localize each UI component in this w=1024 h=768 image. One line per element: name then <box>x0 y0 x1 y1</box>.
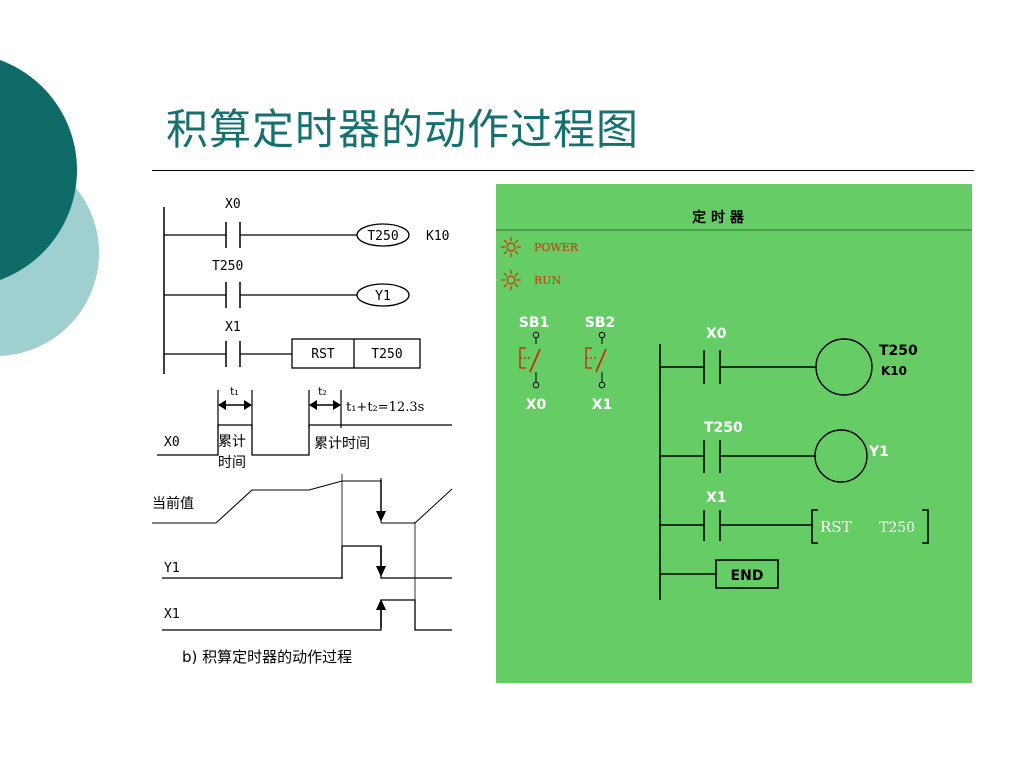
rung-1: X0 T250 K10 <box>164 197 449 248</box>
coil-k-value: K10 <box>426 229 449 244</box>
run-label: RUN <box>534 274 562 287</box>
panel-coil-t250-label: T250 <box>879 343 918 359</box>
title-underline <box>152 170 974 171</box>
rst-box-instruction: RST <box>311 347 335 362</box>
accum-time-1-line2: 时间 <box>218 455 246 471</box>
arrow-y1-down <box>376 546 386 577</box>
rst-box-target: T250 <box>371 347 402 362</box>
switch-sb1-label: SB1 <box>519 315 550 331</box>
end-box <box>715 559 779 589</box>
switch-sb2-label: SB2 <box>585 315 616 331</box>
panel-rung-3: X1 RST T250 <box>660 490 929 544</box>
switch-sb1[interactable]: SB1 X0 <box>519 315 550 413</box>
coil-t250 <box>356 223 410 247</box>
switch-sb2[interactable]: SB2 X1 <box>585 315 616 413</box>
decorative-circles <box>0 60 99 356</box>
panel-end-label: END <box>731 568 764 584</box>
rung-2: T250 Y1 <box>164 259 410 308</box>
power-lamp-icon <box>501 237 521 257</box>
accum-time-2: 累计时间 <box>314 436 370 452</box>
plc-simulator-panel: 定 时 器 POWER RUN SB1 X0 SB2 <box>496 184 972 683</box>
rst-right-bracket <box>922 509 929 544</box>
t1-marker: t₁ <box>217 385 253 428</box>
panel-background <box>496 184 972 683</box>
panel-coil-k-value: K10 <box>881 364 907 378</box>
panel-rung-end: END <box>660 559 779 589</box>
waveform-x0 <box>157 424 452 456</box>
t1-t2-formula: t₁+t₂=12.3s <box>346 400 424 415</box>
slide-title: 积算定时器的动作过程图 <box>166 105 640 154</box>
power-label: POWER <box>534 241 579 254</box>
waveform-y1 <box>162 545 452 579</box>
figure-caption: b) 积算定时器的动作过程 <box>182 648 352 666</box>
arrow-t-down-1 <box>376 480 386 522</box>
panel-coil-y1-label: Y1 <box>868 444 889 460</box>
ladder-and-timing-figure: X0 T250 K10 T250 Y1 X1 RST T250 t₁ <box>152 197 453 666</box>
panel-coil-t250 <box>815 338 873 396</box>
t2-marker: t₂ t₁+t₂=12.3s <box>308 385 424 428</box>
switch-sb1-input: X0 <box>526 397 547 413</box>
t2-label: t₂ <box>318 385 327 398</box>
coil-y1 <box>356 283 410 307</box>
panel-contact-x1-label: X1 <box>706 490 727 506</box>
contact-t250-label: T250 <box>212 259 243 274</box>
signal-label-x0: X0 <box>164 435 180 450</box>
panel-contact-x0-label: X0 <box>706 326 727 342</box>
coil-t250-label: T250 <box>367 229 398 244</box>
contact-x0-label: X0 <box>225 197 241 212</box>
dark-teal-circle <box>0 60 77 280</box>
switch-sb2-input: X1 <box>592 397 613 413</box>
rst-left-bracket <box>811 509 818 544</box>
signal-label-current-value: 当前值 <box>152 495 194 512</box>
panel-rst-target: T250 <box>879 520 915 536</box>
signal-label-x1: X1 <box>164 607 180 622</box>
panel-coil-y1 <box>814 429 868 483</box>
waveform-x1 <box>162 599 452 631</box>
panel-rung-1: X0 T250 K10 <box>660 326 918 396</box>
contact-x1-label: X1 <box>225 320 241 335</box>
panel-contact-t250-label: T250 <box>704 420 743 436</box>
arrow-x1-up <box>376 599 386 628</box>
panel-rung-2: T250 Y1 <box>660 420 889 483</box>
panel-rst-label: RST <box>820 518 852 536</box>
coil-y1-label: Y1 <box>375 289 391 304</box>
current-value-rise-after-reset <box>414 488 453 524</box>
rung-3: X1 RST T250 <box>164 320 421 369</box>
rst-box <box>291 338 421 369</box>
panel-title: 定 时 器 <box>692 209 745 226</box>
accum-time-1-line1: 累计 <box>218 434 246 450</box>
t1-label: t₁ <box>230 385 239 398</box>
run-lamp-icon <box>501 270 521 290</box>
signal-label-y1: Y1 <box>164 561 180 576</box>
waveform-current-value <box>152 480 381 524</box>
